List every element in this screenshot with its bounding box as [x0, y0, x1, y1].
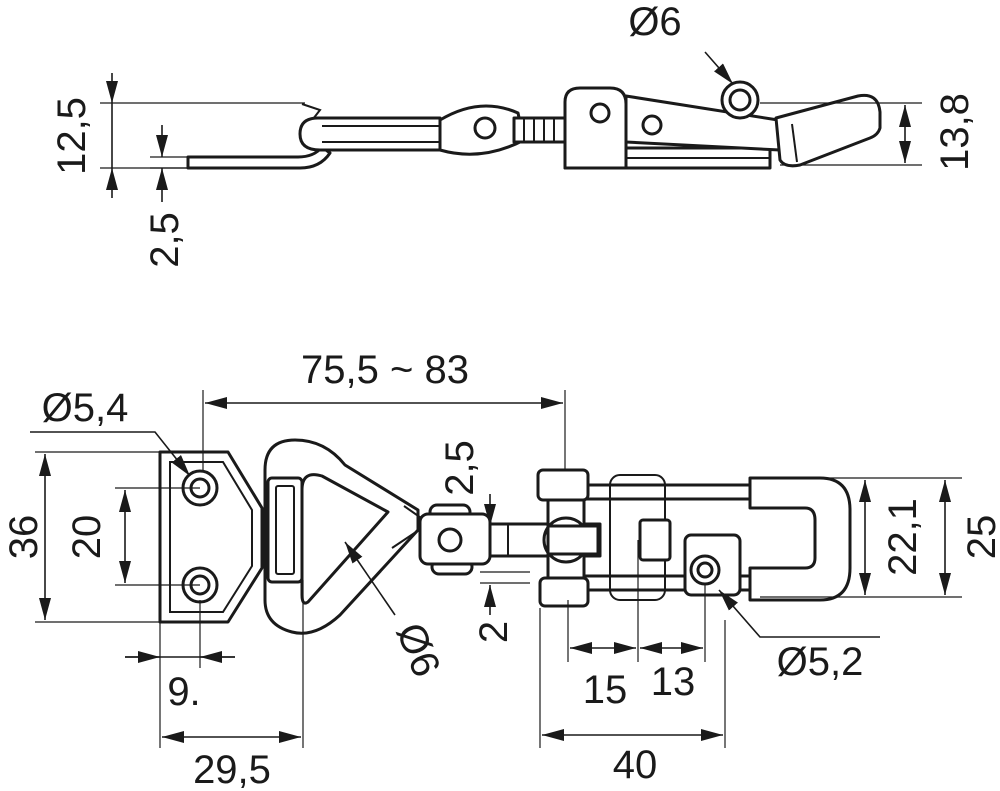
side-view: 12,5 2,5 Ø6 13,8 — [50, 0, 977, 268]
plan-connector-hole — [437, 527, 463, 553]
side-lever-hole — [641, 114, 663, 136]
dim-hole-spacing-label: 20 — [65, 515, 109, 560]
dim-rod-thickness: 2,5 — [438, 440, 496, 526]
dim-plate-to-loop: 29,5 — [162, 580, 304, 791]
plan-upper-bar — [583, 483, 762, 501]
plan-pin-cap-top — [536, 468, 590, 502]
dim-body-length: 40 — [539, 608, 726, 787]
dim-handle-inner-width-label: 22,1 — [881, 498, 925, 576]
plan-base-plate-inner — [169, 461, 253, 613]
dim-frame-to-hole: 13 — [640, 585, 706, 704]
dim-lever-height-label: 13,8 — [933, 93, 977, 171]
plan-mount-hole-inner — [696, 561, 714, 579]
side-pivot-hole — [589, 102, 611, 124]
dim-frame-to-hole-label: 13 — [651, 660, 696, 704]
side-handle — [774, 93, 882, 168]
side-connector-hole — [473, 116, 497, 140]
dim-offset-label: 2 — [472, 621, 516, 643]
side-rod-threads — [523, 118, 555, 142]
side-tab — [301, 103, 322, 120]
side-wire-loop-inner — [322, 125, 440, 143]
dim-ring-diameter: Ø6 — [628, 0, 734, 85]
dim-length-range: 75,5 ~ 83 — [202, 348, 566, 470]
plan-loop-bar-inner — [275, 485, 295, 575]
dim-overall-height: 12,5 — [50, 73, 305, 198]
dim-plate-thickness: 2,5 — [143, 125, 188, 268]
dim-pin-to-frame: 15 — [567, 540, 639, 712]
dim-rod-thickness-label: 2,5 — [438, 440, 482, 496]
side-base-plate — [186, 145, 332, 170]
dim-handle-outer-width-label: 25 — [960, 515, 1000, 560]
dim-handle-widths: 22,1 25 — [760, 477, 1000, 598]
dim-hole-offset: 9. — [125, 600, 235, 748]
dim-hole-spacing: 20 — [65, 487, 200, 586]
dim-loop-wire-diameter-label: Ø6 — [388, 617, 449, 683]
plan-u-handle — [748, 476, 852, 602]
plan-frame-block — [638, 518, 672, 562]
dim-offset: 2 — [472, 571, 530, 643]
dim-hole-diameter: Ø5,4 — [30, 386, 191, 477]
side-latch-body — [563, 86, 628, 170]
side-handle-bend — [791, 123, 798, 163]
side-wire-loop — [298, 116, 442, 152]
side-threaded-rod — [512, 116, 568, 144]
dim-plate-height-label: 36 — [2, 515, 46, 560]
dim-mount-hole-diameter: Ø5,2 — [718, 589, 880, 684]
dim-plate-to-loop-label: 29,5 — [193, 748, 271, 791]
side-ring-inner — [728, 88, 752, 112]
dim-pin-to-frame-label: 15 — [583, 668, 628, 712]
dim-body-length-label: 40 — [613, 743, 658, 787]
dim-lever-height: 13,8 — [760, 93, 977, 171]
dim-ring-diameter-label: Ø6 — [628, 0, 681, 44]
dim-hole-diameter-label: Ø5,4 — [42, 386, 129, 430]
plan-rod-end — [546, 524, 600, 556]
dim-hole-offset-label: 9. — [167, 670, 200, 714]
dim-plate-thickness-label: 2,5 — [143, 212, 187, 268]
dim-length-range-label: 75,5 ~ 83 — [301, 348, 469, 392]
plan-pin-cap-bottom — [538, 576, 590, 608]
dim-overall-height-label: 12,5 — [50, 97, 94, 175]
dim-mount-hole-diameter-label: Ø5,2 — [777, 640, 864, 684]
plan-loop-bar — [266, 476, 304, 584]
dim-plate-height: 36 — [2, 451, 160, 623]
plan-view: 75,5 ~ 83 Ø5,4 36 20 9. — [2, 348, 1000, 791]
